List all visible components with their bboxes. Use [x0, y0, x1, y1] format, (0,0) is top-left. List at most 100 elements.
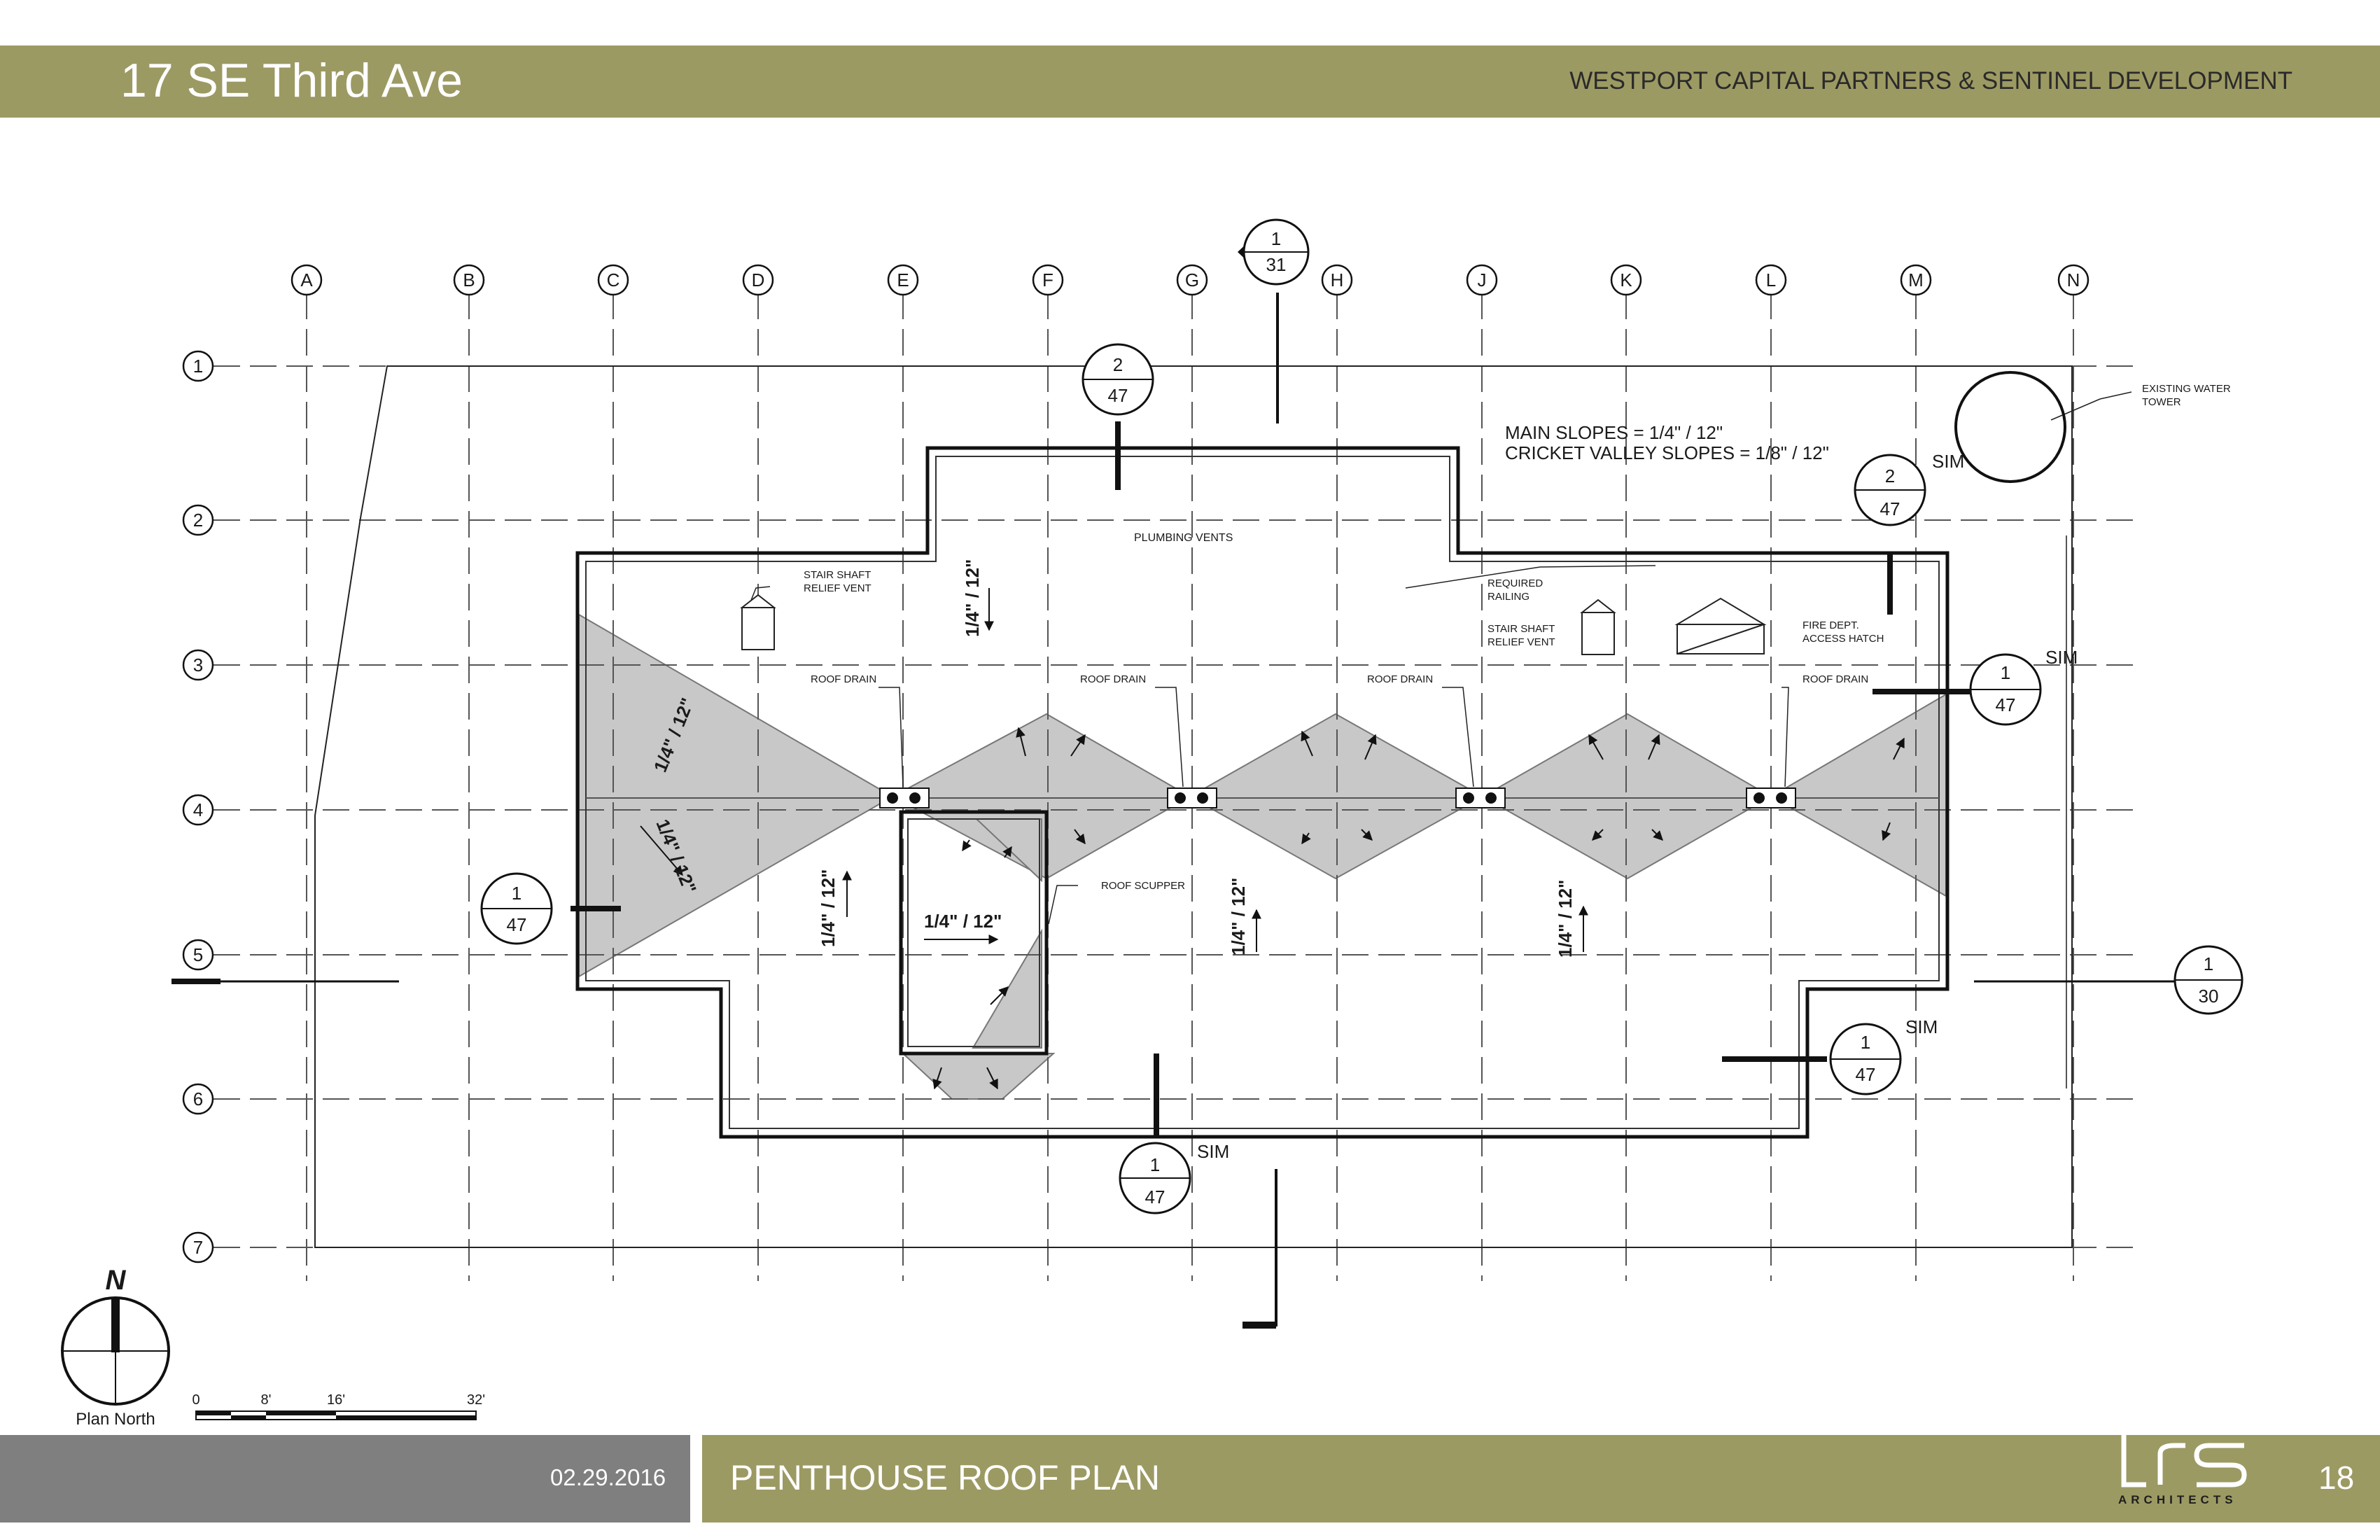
section-tag-1-31: 1 31: [1242, 218, 1310, 286]
svg-text:1: 1: [2001, 662, 2010, 683]
scale-bar: 0 8' 16' 32': [192, 1392, 485, 1420]
section-tag-1-47-west: 1 47: [480, 872, 553, 945]
slope-label-5: 1/4" / 12": [924, 911, 1002, 932]
grid-col-g: G: [1185, 270, 1199, 290]
grid-col-f: F: [1042, 270, 1054, 290]
grid-col-l: L: [1766, 270, 1776, 290]
svg-text:47: 47: [1996, 694, 2016, 715]
roof-drain-label-4: ROOF DRAIN: [1802, 673, 1868, 685]
svg-text:47: 47: [1880, 498, 1900, 519]
hatch-label-2: ACCESS HATCH: [1802, 633, 1884, 645]
footer-date: 02.29.2016: [550, 1464, 666, 1490]
section-tag-1-31-bottom: 31: [1266, 254, 1287, 275]
grid-col-n: N: [2067, 270, 2080, 290]
svg-text:1: 1: [1861, 1032, 1870, 1053]
project-title: 17 SE Third Ave: [120, 54, 463, 107]
cricket-east: [1769, 693, 1947, 897]
svg-text:47: 47: [1856, 1064, 1876, 1085]
stair-vent-east-label-1: STAIR SHAFT: [1488, 623, 1555, 635]
penthouse-box: [899, 810, 1049, 1056]
section-tag-2-47-northeast: 2 47: [1854, 454, 1926, 526]
scale-tick-16: 16': [327, 1392, 345, 1408]
grid-col-a: A: [300, 270, 313, 290]
roof-drains: [879, 788, 1796, 808]
cricket-west: [578, 613, 895, 978]
railing-label-2: RAILING: [1488, 591, 1530, 603]
section-tag-1-47-east: 1 47: [1969, 653, 2042, 726]
slope-label-2: 1/4" / 12": [818, 869, 839, 947]
svg-text:2: 2: [1885, 465, 1895, 486]
north-letter: N: [106, 1265, 127, 1296]
grid-row-5: 5: [193, 944, 203, 965]
main-slopes-note: MAIN SLOPES = 1/4" / 12": [1505, 422, 1723, 443]
svg-text:1: 1: [2204, 953, 2213, 974]
logo-subtitle: ARCHITECTS: [2118, 1493, 2237, 1506]
section-tag-1-47-south: 1 47: [1119, 1142, 1191, 1214]
scale-tick-8: 8': [261, 1392, 272, 1408]
footer-grey-band: [0, 1435, 690, 1522]
cricket-south: [901, 1053, 1056, 1100]
grid-col-h: H: [1331, 270, 1344, 290]
existing-building-outline: [314, 365, 2073, 1248]
grid-column-bubbles: [290, 264, 2090, 296]
page-number: 18: [2318, 1460, 2355, 1496]
stair-relief-vent-west: [740, 594, 776, 650]
access-hatch: [1674, 597, 1767, 654]
grid-col-b: B: [463, 270, 475, 290]
slope-label-4: 1/4" / 12": [1555, 880, 1576, 958]
sim-label-4: SIM: [1197, 1141, 1229, 1162]
lrs-logo: [2121, 1433, 2247, 1488]
grid-col-m: M: [1908, 270, 1924, 290]
railing-label-1: REQUIRED: [1488, 578, 1543, 589]
stair-vent-west-label-1: STAIR SHAFT: [804, 569, 871, 581]
slope-label-1: 1/4" / 12": [962, 559, 983, 637]
scale-tick-32: 32': [467, 1392, 485, 1408]
svg-text:47: 47: [1145, 1186, 1166, 1208]
grid-col-k: K: [1620, 270, 1632, 290]
section-tag-1-47-southeast: 1 47: [1829, 1023, 1902, 1096]
water-tower-label-2: TOWER: [2142, 396, 2181, 408]
water-tower-label-1: EXISTING WATER: [2142, 383, 2231, 395]
roof-outline: [575, 446, 1949, 1139]
roof-drain-label-3: ROOF DRAIN: [1367, 673, 1433, 685]
grid-col-j: J: [1478, 270, 1487, 290]
grid-row-4: 4: [193, 799, 203, 820]
scale-tick-0: 0: [192, 1392, 200, 1408]
grid-row-7: 7: [193, 1237, 203, 1258]
svg-text:2: 2: [1113, 354, 1123, 375]
stair-relief-vent-east: [1580, 598, 1616, 655]
plumbing-vents-label: PLUMBING VENTS: [1134, 532, 1233, 544]
client-name: WESTPORT CAPITAL PARTNERS & SENTINEL DEV…: [1569, 67, 2292, 94]
grid-col-e: E: [897, 270, 909, 290]
roof-drain-label-2: ROOF DRAIN: [1080, 673, 1146, 685]
svg-text:1: 1: [512, 883, 522, 904]
slope-label-3: 1/4" / 12": [1228, 878, 1249, 955]
existing-water-tower: [1954, 371, 2066, 483]
cricket-penthouse-2: [972, 928, 1042, 1049]
svg-text:30: 30: [2199, 986, 2219, 1007]
svg-text:47: 47: [507, 914, 527, 935]
footer-olive-band: [702, 1435, 2380, 1522]
grid-row-bubbles: [182, 350, 214, 1264]
header-band: [0, 46, 2380, 118]
cricket-areas: [578, 613, 1947, 1100]
north-arrow: N Plan North: [61, 1265, 170, 1429]
grid-col-c: C: [607, 270, 620, 290]
svg-text:1: 1: [1150, 1154, 1160, 1175]
stair-vent-west-label-2: RELIEF VENT: [804, 582, 872, 594]
grid-row-6: 6: [193, 1088, 203, 1110]
stair-vent-east-label-2: RELIEF VENT: [1488, 636, 1555, 648]
roof-scupper-label: ROOF SCUPPER: [1101, 880, 1185, 892]
grid-col-d: D: [752, 270, 765, 290]
section-tag-1-31-top: 1: [1271, 228, 1281, 249]
grid-row-3: 3: [193, 654, 203, 676]
roof-drain-label-1: ROOF DRAIN: [811, 673, 876, 685]
sheet-title: PENTHOUSE ROOF PLAN: [730, 1458, 1160, 1497]
grid-row-2: 2: [193, 510, 203, 531]
grid-row-1: 1: [193, 356, 203, 377]
sim-label-2: SIM: [2045, 647, 2078, 668]
sim-label-3: SIM: [1905, 1016, 1938, 1037]
section-tag-2-47-north: 2 47: [1082, 343, 1154, 416]
cricket-slopes-note: CRICKET VALLEY SLOPES = 1/8" / 12": [1505, 442, 1829, 463]
